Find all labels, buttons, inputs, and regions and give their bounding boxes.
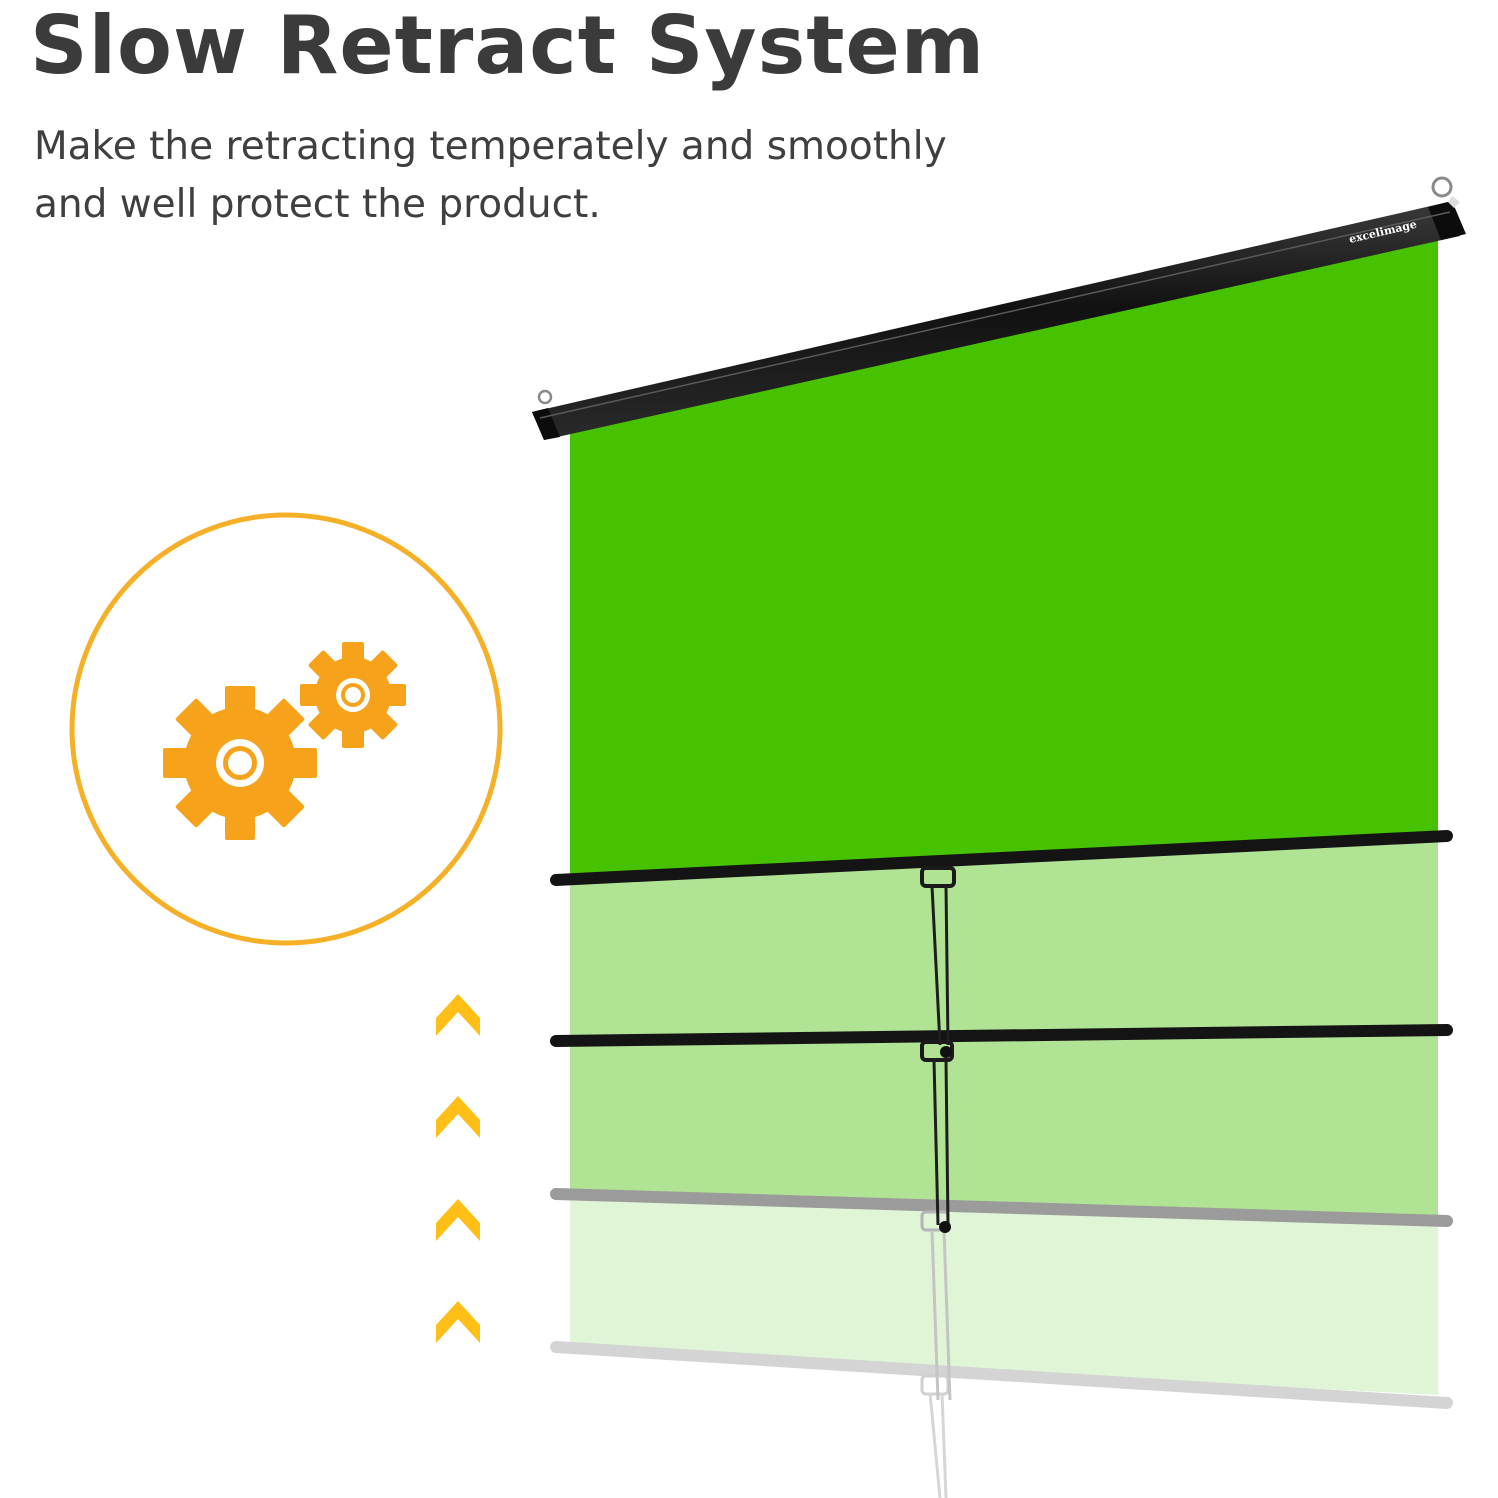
- bottom-bar-middle: [550, 1024, 1453, 1047]
- screen-fabric-middle: [570, 840, 1438, 1215]
- page-title: Slow Retract System: [30, 0, 986, 92]
- chevron-up-icon: [436, 1096, 480, 1138]
- handle-lowest: [920, 1374, 950, 1498]
- chevron-up-icon: [436, 1199, 480, 1241]
- screen-fabric-main: [570, 240, 1438, 880]
- chevron-up-icon: [436, 1301, 480, 1343]
- subtitle-line-1: Make the retracting temperately and smoo…: [34, 124, 947, 169]
- handle-top: [920, 866, 956, 1058]
- bottom-bar-top: [550, 830, 1453, 886]
- page-subtitle: Make the retracting temperately and smoo…: [34, 118, 1034, 234]
- screen-fabric-lowest: [570, 1190, 1438, 1395]
- screen-housing: [532, 176, 1466, 440]
- subtitle-line-2: and well protect the product.: [34, 182, 601, 227]
- bottom-bar-faded: [550, 1188, 1453, 1227]
- gears-icon: [163, 642, 406, 840]
- bottom-bar-lowest: [550, 1341, 1453, 1409]
- chevron-up-icon: [436, 994, 480, 1036]
- handle-middle: [920, 1040, 954, 1233]
